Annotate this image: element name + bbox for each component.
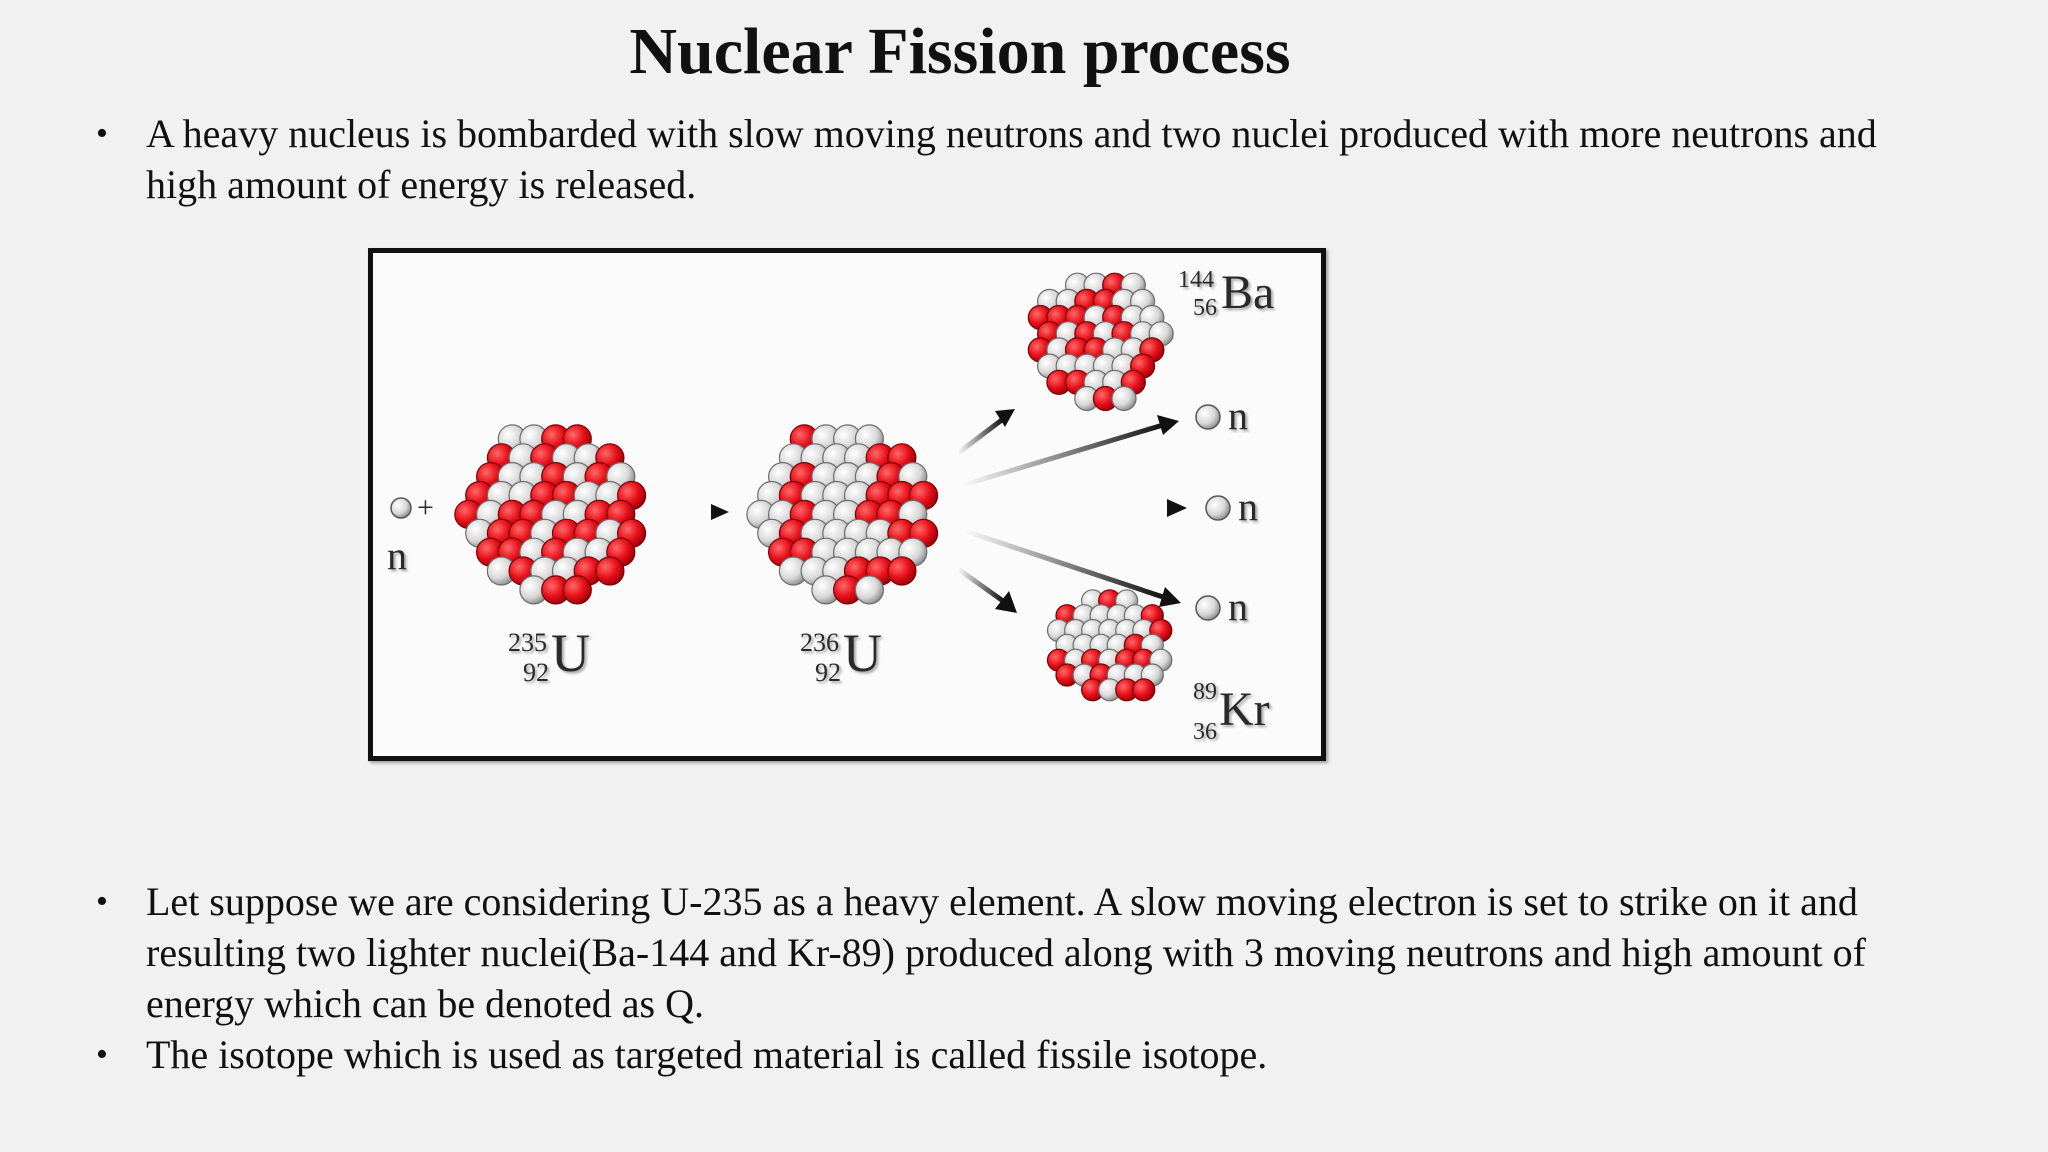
svg-text:n: n xyxy=(1238,484,1258,529)
svg-text:n: n xyxy=(1228,584,1248,629)
neutron-ball xyxy=(1111,385,1137,412)
proton-ball xyxy=(595,556,625,586)
arrow-to-ba xyxy=(956,409,1015,455)
svg-text:36: 36 xyxy=(1193,719,1217,745)
outgoing-neutron-3: n xyxy=(1195,584,1248,629)
u236-label: 236 92 U xyxy=(800,623,882,687)
ba144-label: 144 56 Ba xyxy=(1178,266,1274,321)
svg-text:144: 144 xyxy=(1178,267,1214,293)
u235-label: 235 92 U xyxy=(508,623,590,687)
arrow-to-neutron-3 xyxy=(964,528,1181,607)
svg-text:92: 92 xyxy=(815,658,841,687)
neutron-ball xyxy=(854,575,884,605)
fission-diagram-svg: + n n xyxy=(387,266,1274,745)
bullet-list-bottom: • Let suppose we are considering U-235 a… xyxy=(96,876,1956,1080)
kr89-label: 89 36 Kr xyxy=(1193,679,1270,745)
svg-text:56: 56 xyxy=(1193,295,1217,321)
reaction-arrow xyxy=(655,504,729,520)
outgoing-neutron-1: n xyxy=(1195,393,1248,438)
proton-ball xyxy=(887,556,917,586)
u236-nucleus xyxy=(746,424,939,605)
bullet-dot-icon: • xyxy=(96,1036,108,1073)
proton-ball xyxy=(562,575,592,605)
svg-text:n: n xyxy=(1228,393,1248,438)
arrow-to-neutron-1 xyxy=(962,415,1179,488)
bullet-dot-icon: • xyxy=(96,115,108,152)
u235-nucleus xyxy=(454,424,647,605)
svg-text:U: U xyxy=(843,623,882,683)
ba144-nucleus xyxy=(1027,272,1174,412)
bullet-text: The isotope which is used as targeted ma… xyxy=(146,1032,1268,1077)
bullet-item: • A heavy nucleus is bombarded with slow… xyxy=(96,108,1956,210)
svg-text:89: 89 xyxy=(1193,679,1217,705)
slide-title: Nuclear Fission process xyxy=(629,15,1291,88)
arrow-to-neutron-2 xyxy=(965,499,1187,517)
svg-text:Kr: Kr xyxy=(1219,683,1270,736)
incoming-neutron xyxy=(390,497,412,519)
bullet-text: A heavy nucleus is bombarded with slow m… xyxy=(146,111,1877,207)
svg-text:Ba: Ba xyxy=(1221,266,1274,319)
fission-diagram: + n n xyxy=(368,248,1326,761)
incoming-neutron-label: n xyxy=(387,533,407,578)
plus-sign: + xyxy=(417,491,434,524)
bullet-text: Let suppose we are considering U-235 as … xyxy=(146,879,1866,1026)
arrow-to-kr xyxy=(956,566,1017,613)
svg-text:92: 92 xyxy=(523,658,549,687)
svg-text:235: 235 xyxy=(508,628,547,657)
bullet-dot-icon: • xyxy=(96,883,108,920)
bullet-item: • Let suppose we are considering U-235 a… xyxy=(96,876,1956,1029)
svg-text:236: 236 xyxy=(800,628,839,657)
bullet-list-top: • A heavy nucleus is bombarded with slow… xyxy=(96,108,1956,210)
outgoing-neutron-2: n xyxy=(1205,484,1258,529)
proton-ball xyxy=(1132,678,1156,702)
bullet-item: • The isotope which is used as targeted … xyxy=(96,1029,1956,1080)
svg-text:U: U xyxy=(551,623,590,683)
kr89-nucleus xyxy=(1046,589,1173,702)
